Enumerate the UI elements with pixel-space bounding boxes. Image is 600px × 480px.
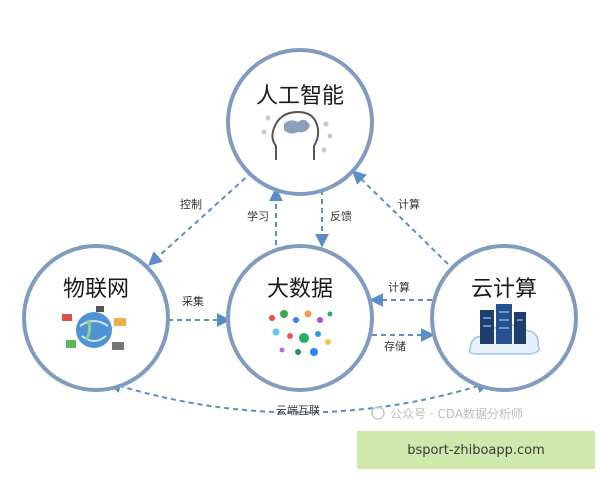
edge-label-cloud-link: 云端互联 [276, 404, 320, 417]
arrow-ai-to-iot [147, 171, 253, 266]
node-iot: 物联网 [22, 244, 170, 392]
brain-head-icon [261, 110, 333, 160]
node-cloud-title: 云计算 [471, 277, 537, 302]
edge-label-compute-top: 计算 [398, 197, 420, 211]
node-bigdata: 大数据 [226, 244, 374, 392]
node-ai: 人工智能 [226, 48, 374, 196]
node-ai-title: 人工智能 [256, 84, 344, 109]
arrows [107, 170, 491, 414]
arrow-cloud-to-ai [351, 170, 449, 265]
watermark: 公众号 · CDA数据分析师 [371, 406, 523, 421]
data-dots-icon [269, 310, 333, 356]
edge-label-control: 控制 [180, 197, 202, 211]
edge-label-compute-mid: 计算 [388, 280, 410, 294]
site-banner: bsport-zhiboapp.com [357, 431, 595, 469]
edge-label-feedback: 反馈 [330, 210, 352, 223]
edge-label-collect: 采集 [182, 294, 204, 308]
edge-label-store: 存储 [384, 339, 406, 353]
wechat-icon [371, 406, 385, 420]
node-iot-title: 物联网 [63, 277, 129, 302]
node-cloud: 云计算 [430, 244, 578, 392]
watermark-text: 公众号 · CDA数据分析师 [390, 406, 523, 421]
node-bigdata-title: 大数据 [267, 277, 333, 302]
arrow-cloud-iot-link [107, 379, 491, 414]
site-banner-text: bsport-zhiboapp.com [407, 442, 545, 458]
edge-label-study: 学习 [247, 209, 269, 223]
globe-devices-icon [62, 306, 126, 350]
server-cloud-icon [468, 304, 540, 355]
